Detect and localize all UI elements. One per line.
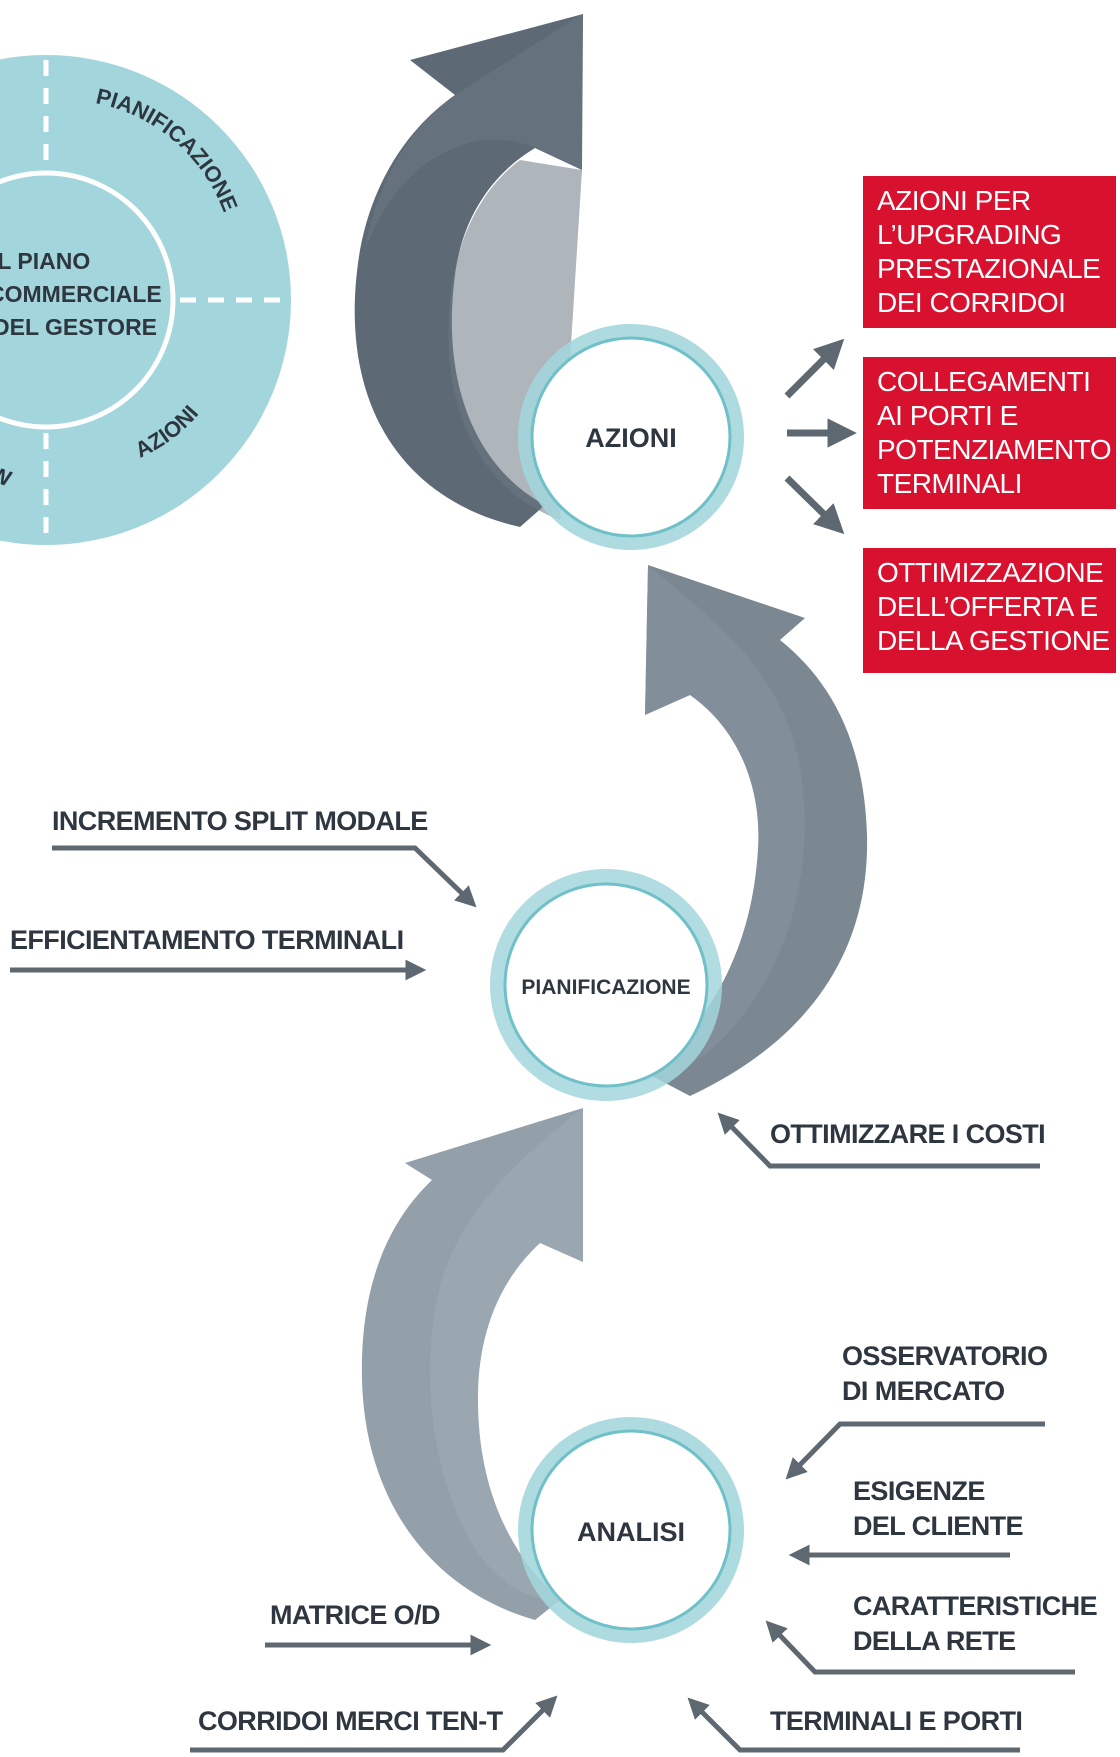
label-split-modale: INCREMENTO SPLIT MODALE — [52, 806, 428, 836]
line-caratteristiche — [765, 1620, 1075, 1675]
action-box-line: L’UPGRADING — [877, 219, 1062, 250]
line-costi — [717, 1112, 1040, 1169]
line-corridoi — [190, 1695, 558, 1753]
action-box-line: TERMINALI — [877, 468, 1022, 499]
stage-circle-pianificazione: PIANIFICAZIONE — [490, 869, 722, 1101]
label-osservatorio-1: OSSERVATORIO — [842, 1341, 1047, 1371]
label-esigenze-1: ESIGENZE — [853, 1476, 985, 1506]
action-box-line: DELLA GESTIONE — [877, 625, 1110, 656]
action-arrow-3 — [784, 475, 845, 535]
line-osservatorio — [785, 1421, 1045, 1480]
action-arrow-1 — [784, 338, 845, 399]
stage-label-azioni: AZIONI — [585, 423, 677, 453]
arrow-analisi-up — [361, 1108, 583, 1620]
line-split-modale — [52, 845, 477, 908]
action-box-line: AZIONI PER — [877, 185, 1031, 216]
label-esigenze-2: DEL CLIENTE — [853, 1511, 1023, 1541]
cycle-wheel: IL PIANO COMMERCIALE DEL GESTORE PIANIFI… — [0, 55, 292, 545]
wheel-center-line-3: DEL GESTORE — [0, 314, 157, 340]
arrow-pianificazione-up — [645, 565, 868, 1096]
action-box-line: DEI CORRIDOI — [877, 287, 1066, 318]
label-caratteristiche-1: CARATTERISTICHE — [853, 1591, 1097, 1621]
analysis-input-lines — [190, 1421, 1075, 1753]
action-box-line: DELL’OFFERTA E — [877, 591, 1098, 622]
stage-circle-azioni: AZIONI — [518, 324, 744, 550]
action-box-line: OTTIMIZZAZIONE — [877, 557, 1104, 588]
label-terminali: TERMINALI E PORTI — [770, 1706, 1022, 1736]
stage-label-pianificazione: PIANIFICAZIONE — [521, 976, 690, 999]
action-box-line: AI PORTI E — [877, 400, 1018, 431]
wheel-inner-divider — [0, 170, 176, 430]
action-box-line: COLLEGAMENTI — [877, 366, 1091, 397]
action-box-line: POTENZIAMENTO — [877, 434, 1112, 465]
wheel-center-line-2: COMMERCIALE — [0, 281, 162, 307]
stage-label-analisi: ANALISI — [577, 1517, 685, 1547]
line-terminali — [687, 1697, 1020, 1753]
action-box-upgrading: AZIONI PER L’UPGRADING PRESTAZIONALE DEI… — [863, 176, 1116, 328]
planning-input-lines — [10, 845, 1040, 1169]
action-box-ottimizzazione: OTTIMIZZAZIONE DELL’OFFERTA E DELLA GEST… — [863, 548, 1116, 673]
action-arrows — [784, 338, 857, 535]
action-box-line: PRESTAZIONALE — [877, 253, 1101, 284]
wheel-center-line-1: IL PIANO — [0, 248, 90, 274]
action-box-collegamenti: COLLEGAMENTI AI PORTI E POTENZIAMENTO TE… — [863, 357, 1116, 509]
label-caratteristiche-2: DELLA RETE — [853, 1626, 1016, 1656]
stage-circle-analisi: ANALISI — [518, 1417, 744, 1643]
label-costi: OTTIMIZZARE I COSTI — [770, 1119, 1045, 1149]
label-osservatorio-2: DI MERCATO — [842, 1376, 1005, 1406]
label-corridoi: CORRIDOI MERCI TEN-T — [198, 1706, 504, 1736]
label-matrice: MATRICE O/D — [270, 1600, 440, 1630]
label-efficientamento: EFFICIENTAMENTO TERMINALI — [10, 925, 403, 955]
